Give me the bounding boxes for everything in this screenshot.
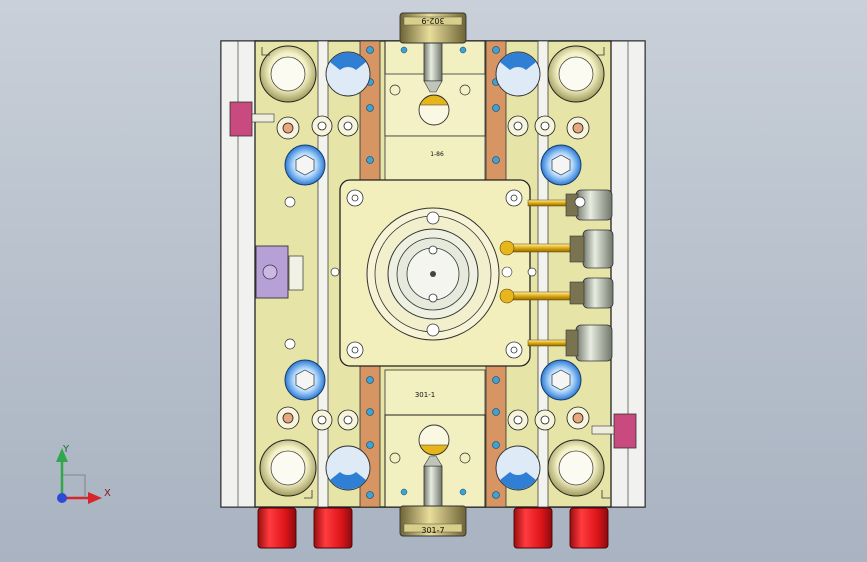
blue-socket-bolts (284, 144, 582, 401)
top-gate-fill (419, 95, 449, 106)
bottom-gate-fill (419, 444, 449, 455)
triad-plane-icon (62, 474, 86, 498)
base-screws (284, 196, 586, 350)
left-lock-stem (251, 113, 275, 123)
guide-pillars (259, 45, 605, 497)
z-axis-origin-icon (57, 493, 67, 503)
bottom-nozzle-tip (423, 455, 443, 467)
rail-bottom-left (359, 364, 381, 508)
bottom-slide-hole-left (389, 452, 401, 464)
y-axis-arrow-icon (56, 448, 68, 462)
top-nozzle-tip (423, 80, 443, 93)
left-lock-block (229, 101, 253, 137)
rail-bottom-right (485, 364, 507, 508)
cooling-pins (499, 199, 584, 347)
upper-insert-label: 1-86 (430, 151, 444, 158)
bottom-slide-bolt-left (400, 488, 408, 496)
cavity-center (430, 271, 436, 277)
red-ejector-blocks (257, 507, 609, 549)
lower-insert-label: 301-1 (415, 391, 435, 399)
top-slide-hole-left (389, 84, 401, 96)
triad-x-label: X (104, 488, 111, 499)
bottom-slide-bolt-right (459, 488, 467, 496)
left-purple-hole (262, 264, 278, 280)
top-stamp-label: 302-9 (421, 16, 444, 25)
blue-half-rings (325, 51, 541, 491)
cavity-plate-corner-bolts (346, 189, 523, 359)
support-strip-right (537, 40, 549, 508)
rail-screws (366, 46, 500, 499)
x-axis-arrow-icon (88, 492, 102, 504)
top-slide-bolt-right (459, 46, 467, 54)
top-slide-bolt-left (400, 46, 408, 54)
bottom-connector-band (403, 523, 463, 533)
bottom-slide-hole-right (459, 452, 471, 464)
top-nozzle-body (423, 40, 443, 82)
right-lock-stem (591, 425, 615, 435)
right-lock-block (613, 413, 637, 449)
cavity-bolts (426, 211, 440, 337)
top-connector-band (403, 16, 463, 26)
top-slide-hole-right (459, 84, 471, 96)
coordinate-triad[interactable]: Y X (56, 444, 111, 504)
corner-marks (261, 47, 610, 499)
top-insert-lower (384, 135, 486, 182)
bottom-nozzle-body (423, 465, 443, 508)
bottom-stamp-label: 301-7 (421, 526, 444, 535)
support-strip-left (317, 40, 329, 508)
triad-y-label: Y (62, 444, 70, 455)
left-purple-tab (288, 255, 304, 291)
ejector-bushings (276, 115, 590, 431)
cooling-connectors (565, 189, 614, 362)
